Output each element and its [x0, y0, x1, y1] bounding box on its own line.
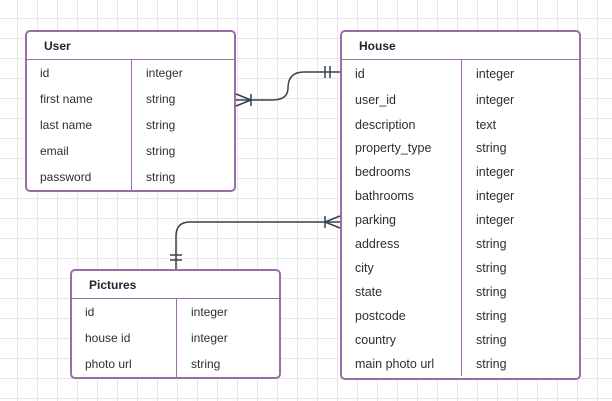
field-name: state — [355, 285, 383, 299]
field-row[interactable]: city string — [342, 256, 579, 280]
field-name: address — [355, 237, 400, 251]
field-row[interactable]: house id integer — [72, 325, 279, 351]
field-type: string — [476, 285, 507, 299]
entity-header: User — [27, 32, 234, 60]
field-type: string — [146, 144, 176, 158]
field-name: house id — [85, 331, 131, 345]
field-row[interactable]: bathrooms integer — [342, 184, 579, 208]
field-name: first name — [40, 92, 93, 106]
field-type: string — [476, 333, 507, 347]
column-divider — [461, 60, 462, 376]
entity-fields: id integer user_id integer description t… — [342, 60, 579, 376]
entity-header: House — [342, 32, 579, 60]
field-row[interactable]: main photo url string — [342, 352, 579, 376]
field-name: description — [355, 118, 416, 132]
field-name: user_id — [355, 93, 396, 107]
field-type: integer — [476, 189, 515, 203]
field-name: bedrooms — [355, 165, 411, 179]
field-name: bathrooms — [355, 189, 415, 203]
field-row[interactable]: id integer — [342, 60, 579, 86]
field-row[interactable]: last name string — [27, 112, 234, 138]
entity-fields: id integer first name string last name s… — [27, 60, 234, 190]
field-row[interactable]: description text — [342, 112, 579, 136]
entity-house[interactable]: House id integer user_id integer descrip… — [340, 30, 581, 380]
field-type: string — [476, 261, 507, 275]
entity-header: Pictures — [72, 271, 279, 299]
entity-fields: id integer house id integer photo url st… — [72, 299, 279, 377]
field-row[interactable]: property_type string — [342, 136, 579, 160]
field-type: integer — [476, 93, 515, 107]
field-type: string — [191, 357, 221, 371]
relationship-pictures-house[interactable] — [170, 215, 341, 269]
field-type: string — [146, 170, 176, 184]
field-type: string — [476, 357, 507, 371]
field-name: photo url — [85, 357, 132, 371]
field-type: integer — [191, 331, 228, 345]
field-name: id — [355, 67, 365, 81]
column-divider — [176, 299, 177, 377]
connector-line — [236, 71, 340, 101]
field-row[interactable]: country string — [342, 328, 579, 352]
entity-user[interactable]: User id integer first name string last n… — [25, 30, 236, 192]
column-divider — [131, 60, 132, 190]
field-type: string — [476, 237, 507, 251]
field-name: last name — [40, 118, 93, 132]
field-row[interactable]: user_id integer — [342, 86, 579, 112]
field-type: string — [476, 141, 507, 155]
field-name: password — [40, 170, 92, 184]
field-type: integer — [146, 66, 183, 80]
field-row[interactable]: email string — [27, 138, 234, 164]
field-type: integer — [476, 67, 515, 81]
crowfoot-many-marker — [324, 215, 341, 229]
field-name: country — [355, 333, 396, 347]
crowfoot-many-marker — [235, 93, 252, 107]
field-type: string — [146, 92, 176, 106]
field-name: id — [40, 66, 50, 80]
field-row[interactable]: password string — [27, 164, 234, 190]
field-type: integer — [476, 213, 515, 227]
field-row[interactable]: postcode string — [342, 304, 579, 328]
field-type: integer — [191, 305, 228, 319]
connector-line — [175, 221, 340, 269]
field-row[interactable]: id integer — [27, 60, 234, 86]
entity-title: House — [359, 39, 396, 53]
field-name: city — [355, 261, 374, 275]
field-name: email — [40, 144, 69, 158]
field-name: property_type — [355, 141, 432, 155]
field-type: string — [146, 118, 176, 132]
relationship-house-user[interactable] — [235, 66, 340, 107]
field-name: main photo url — [355, 357, 435, 371]
field-name: parking — [355, 213, 396, 227]
field-type: text — [476, 118, 497, 132]
field-row[interactable]: address string — [342, 232, 579, 256]
entity-title: Pictures — [89, 278, 137, 292]
field-type: integer — [476, 165, 515, 179]
field-row[interactable]: first name string — [27, 86, 234, 112]
field-name: id — [85, 305, 95, 319]
field-type: string — [476, 309, 507, 323]
field-row[interactable]: state string — [342, 280, 579, 304]
entity-pictures[interactable]: Pictures id integer house id integer pho… — [70, 269, 281, 379]
field-row[interactable]: id integer — [72, 299, 279, 325]
field-row[interactable]: parking integer — [342, 208, 579, 232]
entity-title: User — [44, 39, 71, 53]
field-row[interactable]: bedrooms integer — [342, 160, 579, 184]
field-name: postcode — [355, 309, 406, 323]
field-row[interactable]: photo url string — [72, 351, 279, 377]
